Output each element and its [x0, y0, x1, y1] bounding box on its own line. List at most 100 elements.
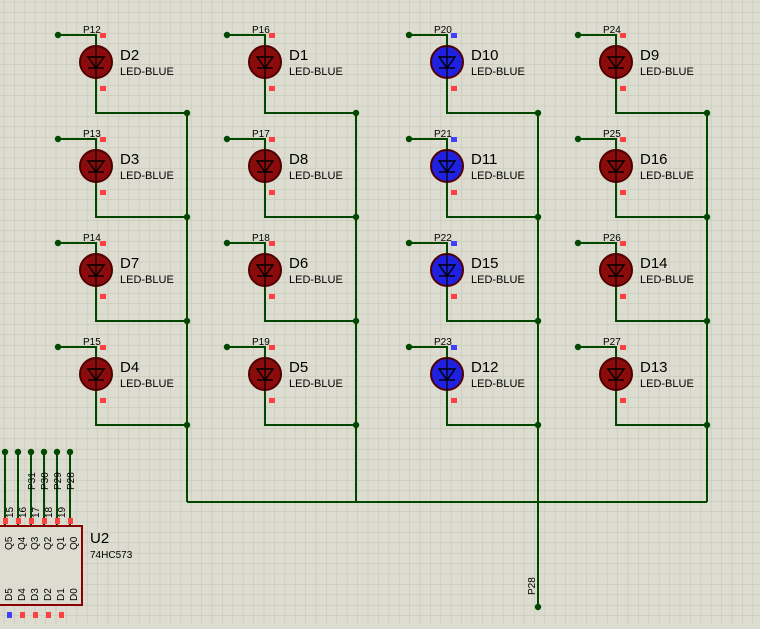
led-ref-label: D9	[640, 47, 659, 64]
chip-net-label: P31	[27, 472, 38, 490]
led-type-label: LED-BLUE	[289, 274, 343, 286]
led-array[interactable]: D2LED-BLUED1LED-BLUED10LED-BLUED9LED-BLU…	[79, 33, 694, 403]
common-net-label: P28	[527, 577, 538, 595]
led-cathode-wire	[95, 182, 187, 218]
junction-dot	[405, 343, 413, 351]
led-ref-label: D12	[471, 359, 499, 376]
led-anode-wire	[578, 34, 617, 46]
chip-top-pin-label: Q4	[17, 536, 28, 550]
led-cathode-pin	[620, 86, 626, 91]
chip-body[interactable]	[0, 525, 83, 606]
chip-top-pin-label: Q0	[69, 536, 80, 550]
led-anode-wire	[58, 34, 97, 46]
chip-ref-label: U2	[90, 530, 109, 547]
junction-dot	[54, 343, 62, 351]
led-net-label: P20	[434, 25, 452, 36]
led-cathode-pin	[620, 294, 626, 299]
chip-bottom-pin-label: D3	[30, 588, 41, 601]
led-ref-label: D6	[289, 255, 308, 272]
junction-dot	[54, 135, 62, 143]
junction-dot	[183, 109, 191, 117]
led-anode-wire	[409, 34, 448, 46]
led-net-label: P22	[434, 233, 452, 244]
junction-dot	[223, 239, 231, 247]
led-anode-pin	[451, 137, 457, 142]
led-net-label: P14	[83, 233, 101, 244]
led-anode-wire	[227, 138, 266, 150]
chip-pin-number: 15	[5, 506, 16, 518]
led-ref-label: D8	[289, 151, 308, 168]
junction-dot	[703, 213, 711, 221]
led-ref-label: D14	[640, 255, 668, 272]
chip-top-pin-label: Q1	[56, 536, 67, 550]
led-cathode-pin	[100, 294, 106, 299]
led-anode-wire	[409, 138, 448, 150]
led-cathode-pin	[269, 398, 275, 403]
chip-pin-marker	[55, 518, 60, 524]
led-net-label: P26	[603, 233, 621, 244]
led-net-label: P25	[603, 129, 621, 140]
led-type-label: LED-BLUE	[289, 170, 343, 182]
led-anode-pin	[100, 137, 106, 142]
junction-dot	[574, 31, 582, 39]
led-type-label: LED-BLUE	[640, 170, 694, 182]
chip-type-label: 74HC573	[90, 550, 133, 561]
junction-dot	[574, 239, 582, 247]
led-ref-label: D5	[289, 359, 308, 376]
led-anode-wire	[58, 242, 97, 254]
led-anode-pin	[620, 33, 626, 38]
led-anode-pin	[451, 241, 457, 246]
led-net-label: P13	[83, 129, 101, 140]
led-anode-wire	[58, 138, 97, 150]
junction-dot	[352, 213, 360, 221]
junction-dot	[223, 31, 231, 39]
led-type-label: LED-BLUE	[471, 274, 525, 286]
junction-dot	[534, 109, 542, 117]
led-cathode-wire	[615, 78, 707, 114]
led-ref-label: D2	[120, 47, 139, 64]
led-cathode-pin	[451, 398, 457, 403]
junction-dot	[40, 448, 48, 456]
led-anode-pin	[451, 345, 457, 350]
led-cathode-pin	[269, 86, 275, 91]
chip-pin-number: 16	[18, 506, 29, 518]
junction-dot	[183, 213, 191, 221]
led-cathode-wire	[264, 390, 356, 426]
junction-dot	[405, 31, 413, 39]
junction-dot	[27, 448, 35, 456]
led-cathode-wire	[264, 286, 356, 322]
led-net-label: P15	[83, 337, 101, 348]
led-ref-label: D1	[289, 47, 308, 64]
chip-pin-marker	[16, 518, 21, 524]
chip-net-label: P28	[66, 472, 77, 490]
led-cathode-pin	[451, 86, 457, 91]
led-cathode-wire	[95, 390, 187, 426]
chip-bottom-pin-label: D1	[56, 588, 67, 601]
led-cathode-pin	[100, 190, 106, 195]
led-anode-pin	[451, 33, 457, 38]
led-ref-label: D15	[471, 255, 499, 272]
chip-bottom-pin-label: D4	[17, 588, 28, 601]
led-type-label: LED-BLUE	[289, 66, 343, 78]
led-anode-pin	[269, 241, 275, 246]
